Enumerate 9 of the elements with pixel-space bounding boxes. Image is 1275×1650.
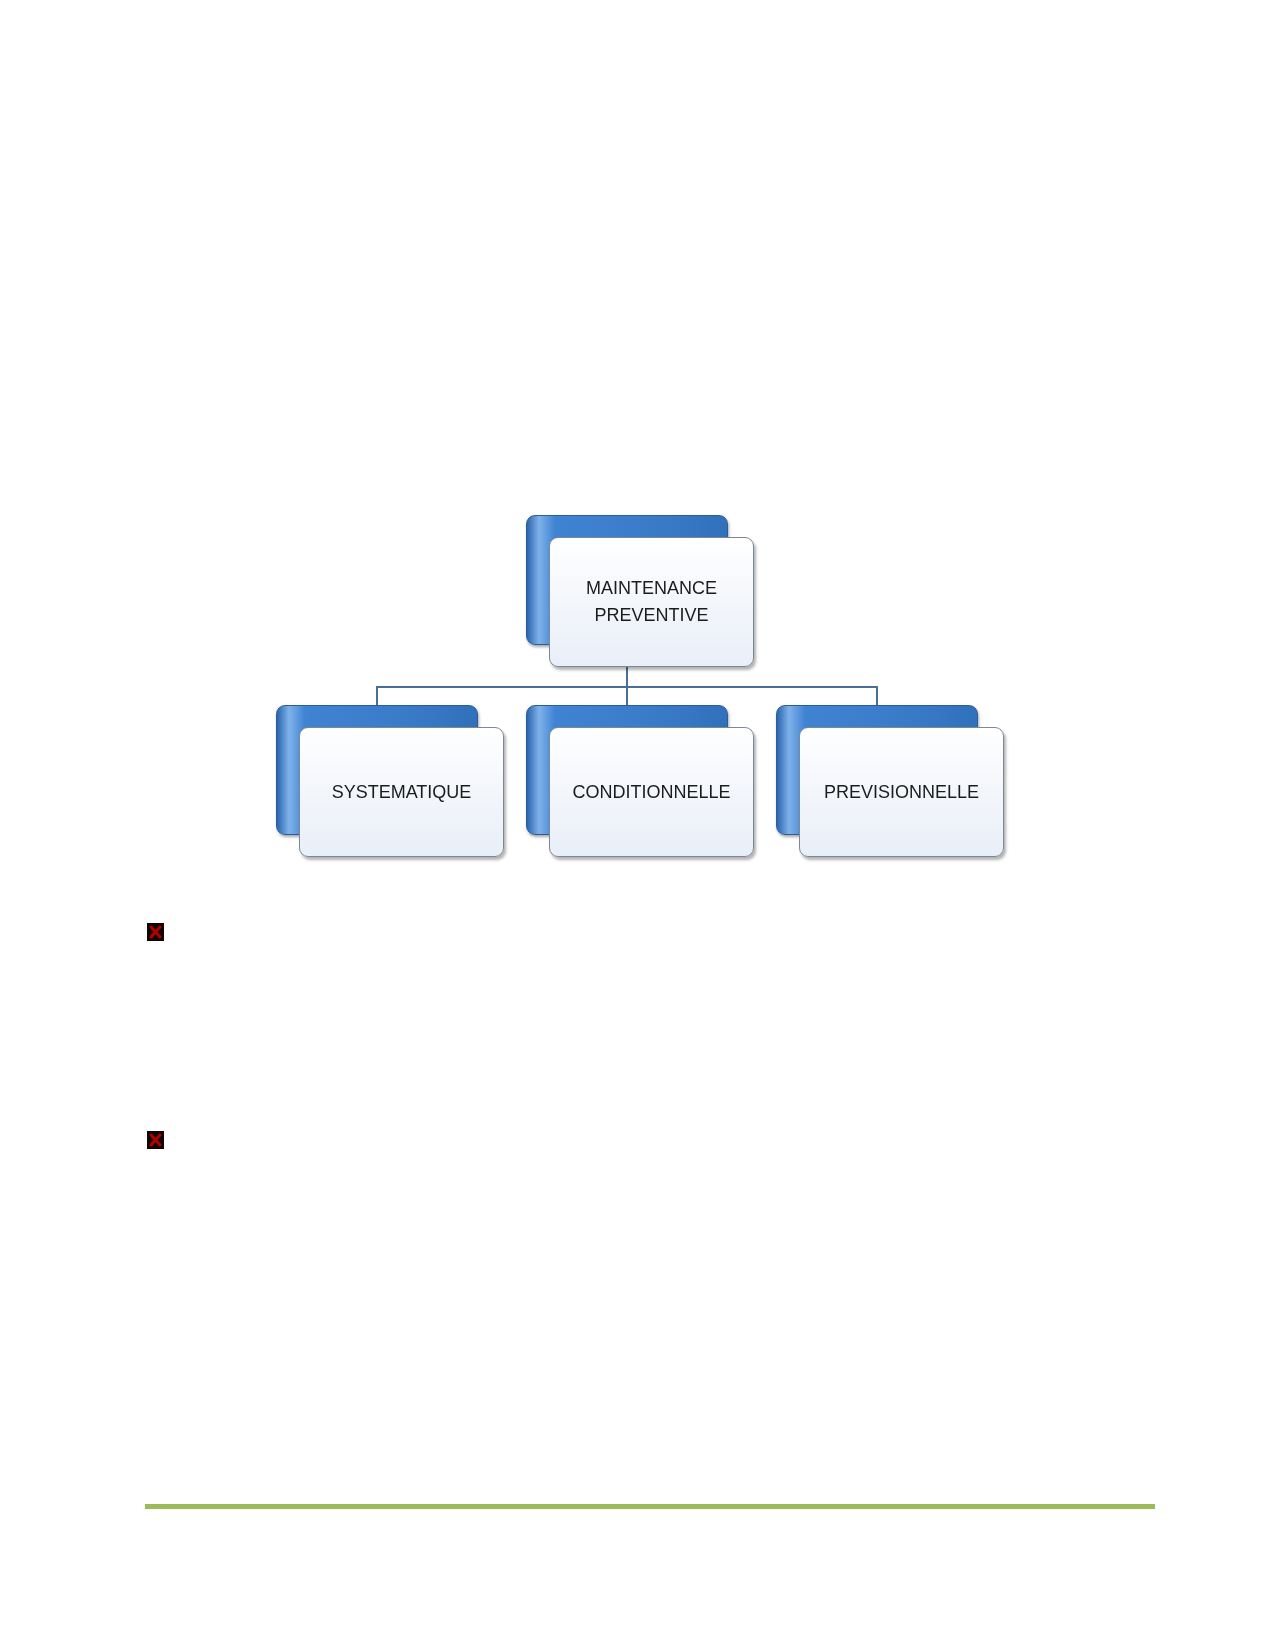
stacked-box <box>526 705 754 857</box>
box-label: SYSTEMATIQUE <box>331 780 472 804</box>
box-label: PREVISIONNELLE <box>823 780 980 804</box>
box-label: CONDITIONNELLE <box>572 780 731 804</box>
stacked-box <box>526 515 754 667</box>
stacked-box <box>276 705 504 857</box>
stacked-box <box>776 705 1004 857</box>
box-label: MAINTENANCE PREVENTIVE <box>585 577 718 627</box>
connector-line <box>626 666 878 706</box>
